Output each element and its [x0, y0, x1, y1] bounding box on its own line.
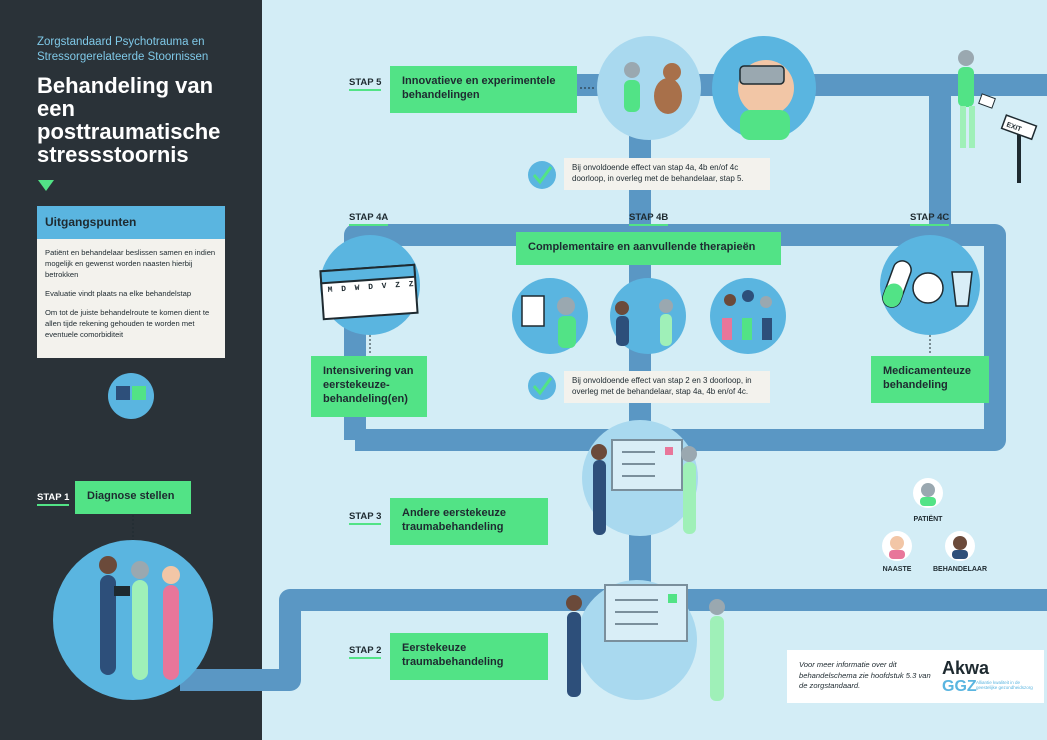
step4b-tag: STAP 4B: [629, 212, 669, 226]
exit-figure: [958, 50, 1021, 183]
step2-illustration: [566, 580, 725, 701]
step1-tag: STAP 1: [37, 492, 70, 506]
step1-box: Diagnose stellen: [75, 481, 191, 514]
exit-sign: [1000, 114, 1038, 141]
logo-ggz: GGZ: [942, 678, 977, 695]
step4a-box: Intensivering van eerstekeuze-behandelin…: [311, 356, 427, 417]
step5-illustrations: [597, 36, 816, 140]
step2-tag: STAP 2: [349, 645, 382, 659]
step4c-illustration: [880, 235, 980, 335]
check-icon-step5: [528, 161, 556, 189]
calendar-day: Z: [394, 280, 401, 291]
step5-tag: STAP 5: [349, 77, 382, 91]
note-to-step5: Bij onvoldoende effect van stap 4a, 4b e…: [564, 158, 770, 190]
calendar-day: D: [367, 282, 374, 293]
step4c-box: Medicamenteuze behandeling: [871, 356, 989, 403]
calendar-day: D: [340, 284, 347, 295]
calendar-day: W: [354, 283, 360, 294]
info-text: Voor meer informatie over dit behandelsc…: [799, 660, 931, 690]
calendar-day: M: [327, 285, 333, 296]
legend-avatars: [882, 478, 975, 561]
check-icon-step4: [528, 372, 556, 400]
legend-relative: NAASTE: [882, 566, 912, 573]
principle-item: Om tot de juiste behandelroute te komen …: [45, 308, 210, 339]
step4c-tag: STAP 4C: [910, 212, 950, 226]
step3-box: Andere eerstekeuze traumabehandeling: [390, 498, 548, 545]
legend-therapist: BEHANDELAAR: [932, 566, 988, 573]
step4b-box: Complementaire en aanvullende therapieën: [516, 232, 781, 265]
step4b-illustrations: [512, 278, 786, 354]
principles-box: Uitgangspunten Patiënt en behandelaar be…: [37, 206, 225, 358]
down-arrow-icon: [38, 180, 54, 191]
step2-box: Eerstekeuze traumabehandeling: [390, 633, 548, 680]
step3-tag: STAP 3: [349, 511, 382, 525]
principle-item: Evaluatie vindt plaats na elke behandels…: [45, 289, 192, 298]
logo-main: Akwa: [942, 658, 990, 678]
akwa-logo: Akwa GGZ Alliantie kwaliteit in de geest…: [942, 658, 1037, 698]
page-title: Behandeling van een posttraumatische str…: [37, 73, 221, 167]
calendar-day: V: [381, 281, 387, 292]
puzzle-icon: [108, 373, 154, 419]
step1-illustration: [53, 540, 213, 700]
step4a-illustration: [319, 235, 420, 335]
subtitle: Zorgstandaard Psychotrauma en Stressorge…: [37, 36, 209, 63]
logo-sub: Alliantie kwaliteit in de geestelijke ge…: [976, 680, 1033, 690]
info-box: Voor meer informatie over dit behandelsc…: [787, 650, 1044, 703]
legend-patient: PATIËNT: [913, 516, 943, 523]
step4a-tag: STAP 4A: [349, 212, 389, 226]
step3-illustration: [582, 420, 698, 536]
note-to-step4: Bij onvoldoende effect van stap 2 en 3 d…: [564, 371, 770, 403]
step5-box: Innovatieve en experimentele behandeling…: [390, 66, 577, 113]
principles-heading: Uitgangspunten: [37, 206, 225, 239]
principle-item: Patiënt en behandelaar beslissen samen e…: [45, 248, 216, 279]
